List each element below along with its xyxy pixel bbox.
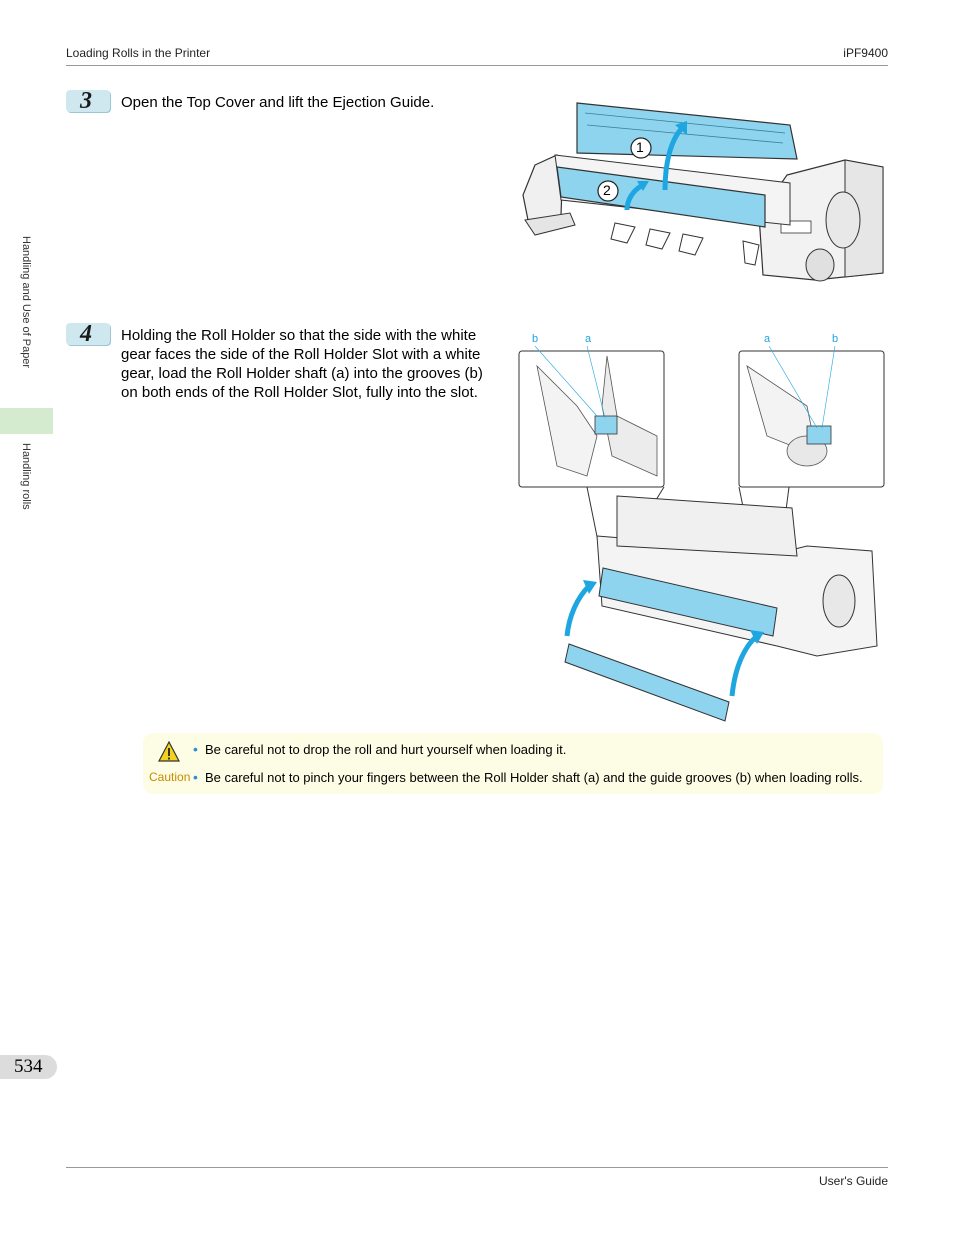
warning-icon: [158, 740, 180, 762]
caution-bullet: •: [193, 769, 198, 785]
side-tab-section[interactable]: Handling rolls: [20, 443, 32, 510]
caution-label: Caution: [149, 770, 191, 784]
header-divider: [66, 65, 888, 66]
footer-divider: [66, 1167, 888, 1168]
step-4-number: 4: [80, 321, 92, 347]
caution-bullet: •: [193, 741, 198, 757]
side-tab-chapter[interactable]: Handling and Use of Paper: [20, 236, 32, 369]
running-header-model: iPF9400: [843, 46, 888, 60]
roll-holder-loading-illustration: [518, 346, 885, 722]
footer-guide-title: User's Guide: [819, 1174, 888, 1188]
page-number: 534: [14, 1056, 43, 1077]
step-4-text: Holding the Roll Holder so that the side…: [121, 327, 483, 401]
caution-item-2: Be careful not to pinch your fingers bet…: [205, 770, 863, 785]
step-3-badge: [66, 90, 110, 112]
step-4-badge: [66, 323, 110, 345]
caution-box: [143, 733, 883, 794]
callout-1-label: 1: [636, 139, 644, 155]
label-a-right: a: [764, 333, 771, 345]
running-header-section: Loading Rolls in the Printer: [66, 46, 211, 60]
label-b-right: b: [832, 333, 839, 345]
callout-2-label: 2: [603, 182, 611, 198]
printer-open-cover-illustration: [522, 102, 884, 282]
page-number-tab: [0, 1055, 57, 1079]
step-3-text: Open the Top Cover and lift the Ejection…: [121, 94, 435, 111]
step-3-number: 3: [80, 88, 92, 114]
label-b-left: b: [532, 333, 539, 345]
label-a-left: a: [585, 333, 592, 345]
side-tab-highlight: [0, 408, 53, 434]
caution-item-1: Be careful not to drop the roll and hurt…: [205, 742, 567, 757]
